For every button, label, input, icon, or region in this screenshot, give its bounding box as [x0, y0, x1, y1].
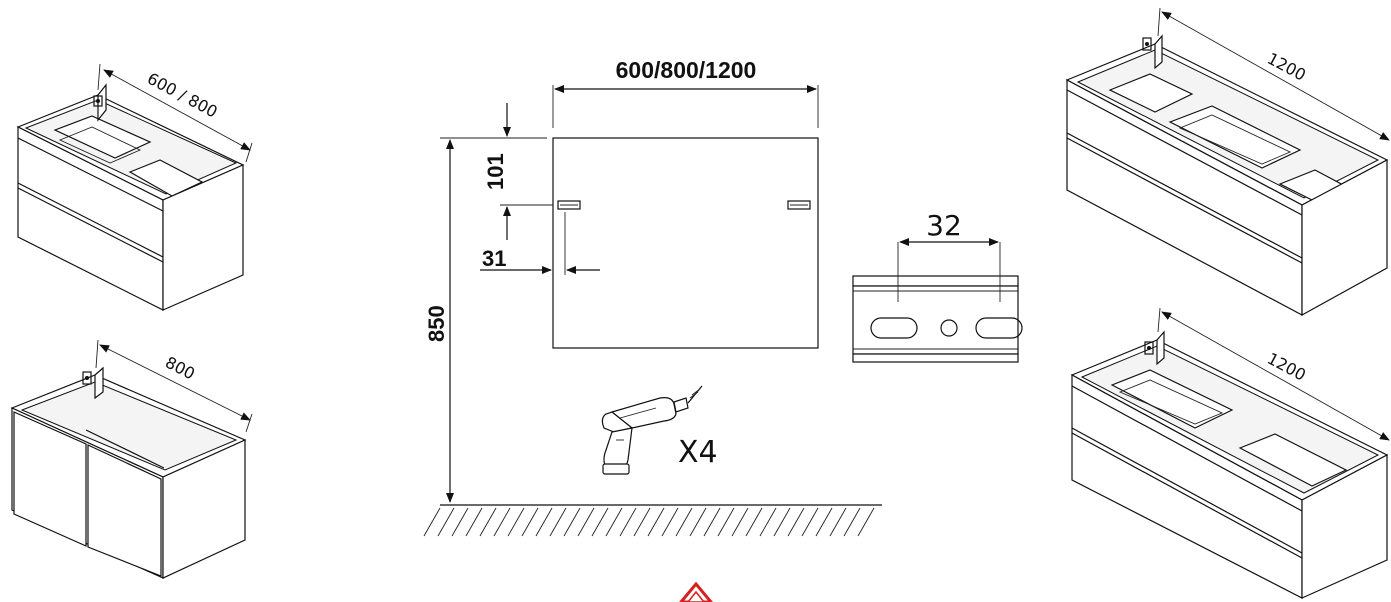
hatch-line [773, 507, 791, 537]
hatch-line [787, 507, 805, 537]
cabinet-two-door: 800 [10, 339, 253, 579]
mirror-outline [552, 137, 819, 349]
hatch-line [619, 507, 637, 537]
hatch-line [493, 507, 511, 537]
hatch-line [857, 507, 875, 537]
hatch-line [647, 507, 665, 537]
cabinet-top-left-width: 600 / 800 [144, 69, 221, 122]
hatch-line [633, 507, 651, 537]
hatch-line [717, 507, 735, 537]
warning-icon [679, 581, 713, 602]
cabinet-1200-two-drawer-top: 1200 [1065, 7, 1390, 317]
mirror-bracket-right [787, 200, 811, 210]
hatch-line [703, 507, 721, 537]
mirror-bracket-left [557, 200, 581, 210]
hatch-line [591, 507, 609, 537]
mount-height-label: 850 [424, 305, 449, 342]
bracket-slot-right [975, 317, 1023, 339]
hatch-line [675, 507, 693, 537]
hatch-line [423, 507, 441, 537]
hatch-line [465, 507, 483, 537]
hatch-line [507, 507, 525, 537]
hatch-line [731, 507, 749, 537]
hatch-line [829, 507, 847, 537]
hatch-line [843, 507, 861, 537]
hatch-line [605, 507, 623, 537]
mirror-drawing: 600/800/1200 101 31 850 [423, 57, 882, 537]
hatch-line [535, 507, 553, 537]
bracket-slot-left [870, 317, 918, 339]
hatch-line [759, 507, 777, 537]
drill-icon [601, 385, 703, 475]
hatch-line [801, 507, 819, 537]
bracket-hole-center [940, 319, 958, 337]
hatch-line [689, 507, 707, 537]
wall-bracket-detail [852, 238, 1023, 363]
cabinet-top-right-width: 1200 [1264, 49, 1309, 85]
hatch-line [479, 507, 497, 537]
bracket-side-offset-label: 31 [482, 246, 506, 271]
cabinet-bottom-right-width: 1200 [1264, 349, 1309, 385]
hatch-line [549, 507, 567, 537]
drill-quantity-label: X4 [678, 435, 718, 470]
hatch-line [451, 507, 469, 537]
floor-hatching [423, 507, 875, 537]
hatch-line [521, 507, 539, 537]
bracket-top-offset-label: 101 [483, 153, 508, 190]
cabinet-two-drawer-small: 600 / 800 [16, 63, 253, 311]
hole-spacing-label: 32 [926, 209, 962, 242]
hatch-line [661, 507, 679, 537]
cabinet-1200-two-drawer-bottom: 1200 [1070, 307, 1390, 599]
hatch-line [745, 507, 763, 537]
hatch-line [563, 507, 581, 537]
hatch-line [815, 507, 833, 537]
hatch-line [577, 507, 595, 537]
hatch-line [437, 507, 455, 537]
mirror-width-label: 600/800/1200 [616, 57, 757, 83]
